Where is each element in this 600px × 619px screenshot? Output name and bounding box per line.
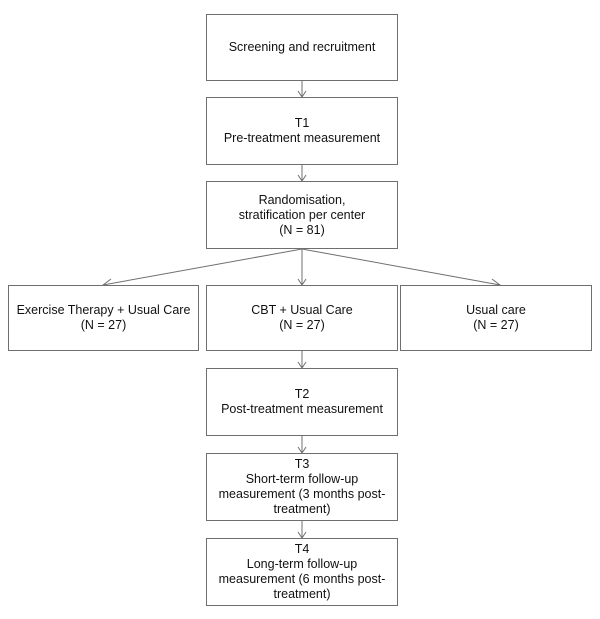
- box-text: CBT + Usual Care: [251, 303, 353, 317]
- box-text: Randomisation,: [258, 192, 346, 207]
- box-text: T4: [294, 542, 310, 556]
- box-text: (N = 27): [279, 318, 325, 332]
- box-text: measurement (6 months post-: [218, 572, 386, 586]
- box-t3-short-term-follow-up: T3 Short-term follow-up measurement (3 m…: [206, 453, 398, 521]
- box-text: Screening and recruitment: [228, 40, 376, 54]
- box-text: (N = 27): [473, 318, 519, 332]
- arrow-randomisation-to-exercise: [102, 248, 303, 286]
- box-text: T1: [294, 116, 310, 130]
- box-text: (N = 81): [279, 222, 325, 237]
- box-t4-long-term-follow-up: T4 Long-term follow-up measurement (6 mo…: [206, 538, 398, 606]
- box-text: stratification per center: [238, 207, 366, 222]
- box-screening-recruitment: Screening and recruitment: [206, 14, 398, 81]
- box-cbt-usual-care: CBT + Usual Care (N = 27): [206, 285, 398, 351]
- box-text: Usual care: [466, 303, 526, 317]
- box-text: T3: [294, 457, 310, 471]
- box-text: Post-treatment measurement: [221, 402, 383, 416]
- box-text: Exercise Therapy + Usual Care: [16, 303, 191, 317]
- box-text: measurement (3 months post-: [218, 487, 386, 501]
- box-text: Pre-treatment measurement: [223, 131, 381, 145]
- box-text: T2: [294, 387, 310, 401]
- arrow-randomisation-to-usual: [301, 248, 501, 286]
- box-text: Long-term follow-up: [246, 557, 358, 571]
- box-exercise-therapy: Exercise Therapy + Usual Care (N = 27): [8, 285, 199, 351]
- box-text: Short-term follow-up: [245, 472, 359, 486]
- box-t1-pre-treatment: T1 Pre-treatment measurement: [206, 97, 398, 165]
- box-randomisation: Randomisation, stratification per center…: [206, 181, 398, 249]
- box-text: (N = 27): [80, 318, 127, 332]
- box-text: treatment): [273, 502, 331, 516]
- box-text: treatment): [273, 587, 331, 601]
- box-t2-post-treatment: T2 Post-treatment measurement: [206, 368, 398, 436]
- box-usual-care: Usual care (N = 27): [400, 285, 592, 351]
